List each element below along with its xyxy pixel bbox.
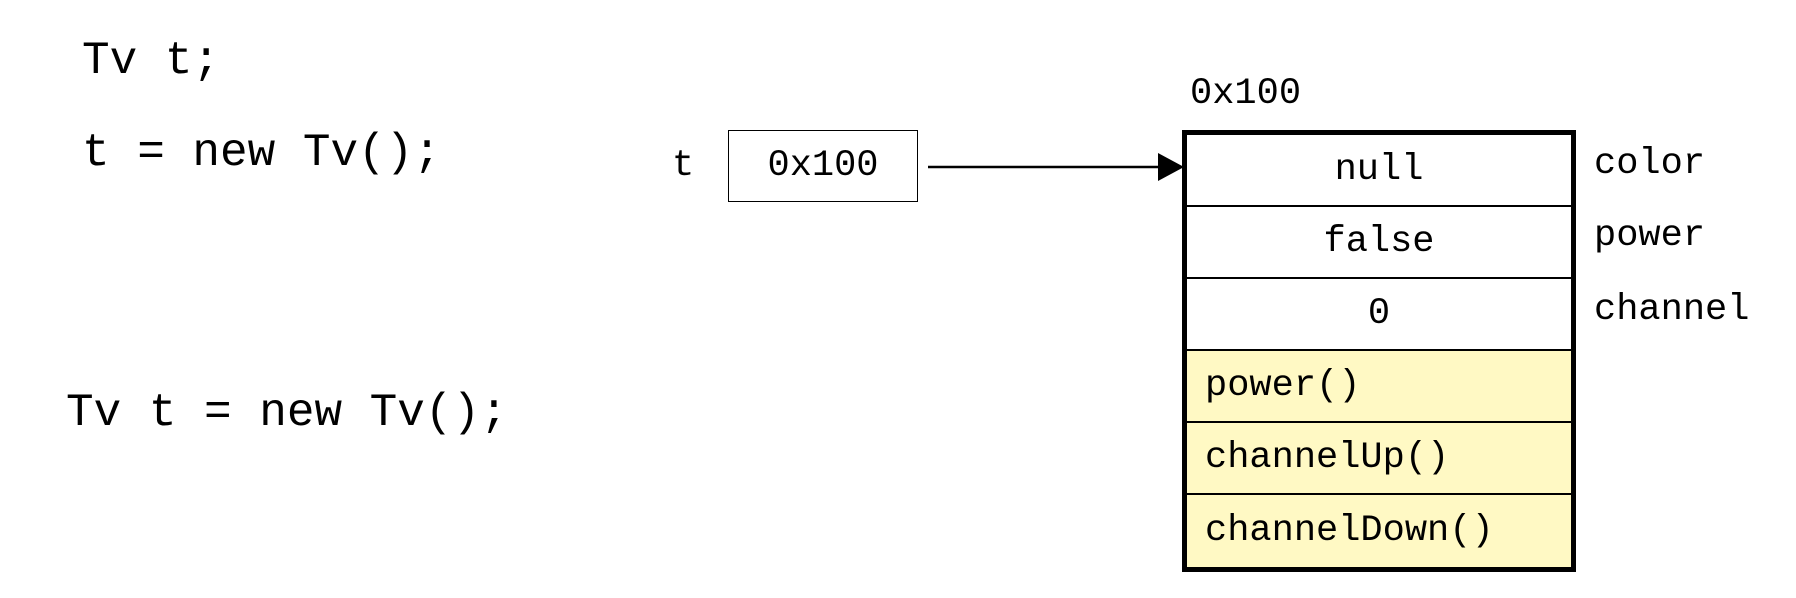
- reference-value: 0x100: [767, 145, 879, 187]
- field-channel-name: channel: [1594, 289, 1750, 331]
- tv-object: null false 0 power() channelUp() channel…: [1182, 130, 1576, 572]
- field-color-name: color: [1594, 143, 1706, 185]
- reference-variable-name: t: [672, 145, 695, 187]
- method-power: power(): [1187, 351, 1571, 423]
- code-line-declare: Tv t;: [82, 35, 221, 87]
- method-channel-down: channelDown(): [1187, 495, 1571, 567]
- method-channel-up: channelUp(): [1187, 423, 1571, 495]
- object-address: 0x100: [1190, 73, 1302, 115]
- field-power-name: power: [1594, 215, 1706, 257]
- code-line-assign: t = new Tv();: [82, 127, 441, 179]
- arrowhead: [1158, 153, 1184, 181]
- field-channel-value: 0: [1187, 279, 1571, 351]
- field-power-value: false: [1187, 207, 1571, 279]
- field-color-value: null: [1187, 135, 1571, 207]
- code-line-combined: Tv t = new Tv();: [66, 387, 508, 439]
- reference-variable-box: 0x100: [728, 130, 918, 202]
